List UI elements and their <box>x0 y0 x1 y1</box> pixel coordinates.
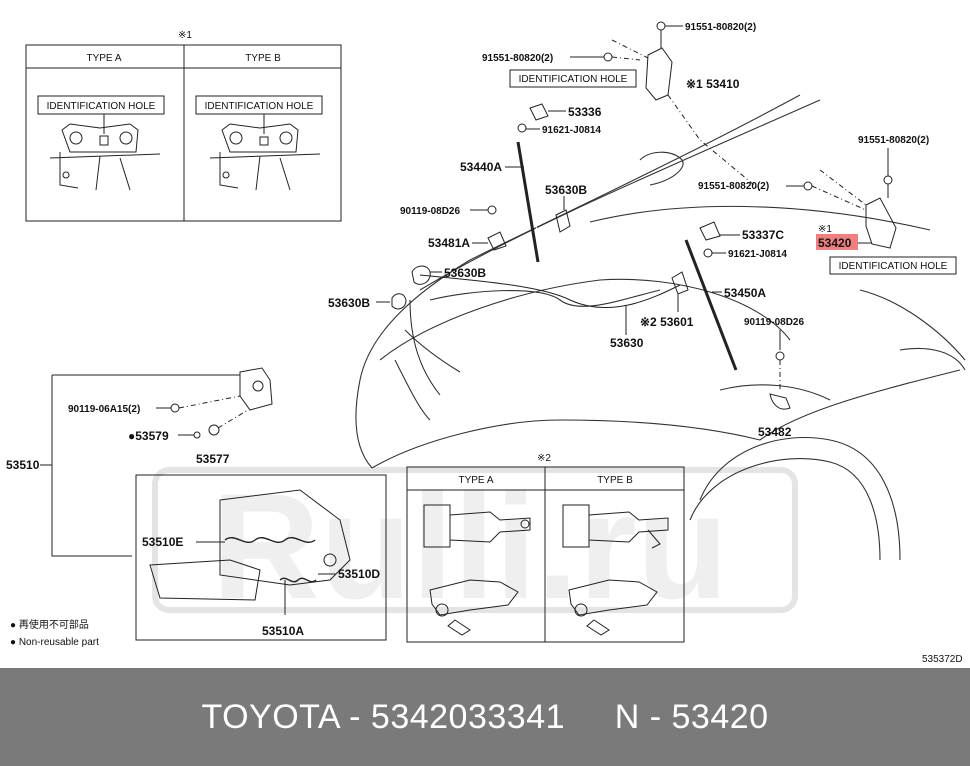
bolt-90119-a <box>487 205 497 215</box>
strut-53440a <box>516 141 543 263</box>
hinge-type-b-drawing <box>209 114 321 191</box>
label-53630b-b: 53630B <box>444 266 486 280</box>
label-53510: 53510 <box>6 458 40 472</box>
label-note-1: ※1 <box>818 224 832 235</box>
label-53336: 53336 <box>568 105 602 119</box>
bracket-53337c <box>699 221 721 241</box>
label-53630b-c: 53630B <box>328 296 370 310</box>
label-53481a: 53481A <box>428 236 470 250</box>
car-outline <box>355 94 966 561</box>
label-53577: 53577 <box>196 452 230 466</box>
label-53482: 53482 <box>758 425 792 439</box>
label-id-hole-2: IDENTIFICATION HOLE <box>839 261 948 272</box>
label-91551-mid: 91551-80820(2) <box>698 181 769 192</box>
bracket-53336 <box>517 103 549 133</box>
clip-53630b-c <box>391 293 407 310</box>
lock-detail-box <box>135 474 387 641</box>
hinge-53410 <box>603 21 761 191</box>
label-53420: 53420 <box>818 236 852 250</box>
label-90119-b: 90119-08D26 <box>744 317 804 328</box>
label-53410: ※1 53410 <box>686 77 740 91</box>
label-91551-top: 91551-80820(2) <box>685 22 756 33</box>
legend-jp: ● 再使用不可部品 <box>10 618 89 631</box>
bracket-53482 <box>769 393 791 410</box>
label-91551-left: 91551-80820(2) <box>482 53 553 64</box>
label-53337c: 53337C <box>742 228 784 242</box>
label-53601: ※2 53601 <box>640 315 694 329</box>
footer-bar: TOYOTA - 5342033341 N - 53420 <box>0 668 970 766</box>
type-box-bottom-type-a: TYPE A <box>458 475 493 486</box>
lever-type-a-drawing <box>423 504 531 636</box>
type-box-bottom: ※2 TYPE A TYPE B <box>406 453 685 643</box>
watermark: Rulli.ru <box>152 462 798 630</box>
label-90119-a: 90119-08D26 <box>400 206 460 217</box>
svg-text:Rulli.ru: Rulli.ru <box>212 462 729 630</box>
label-53510d: 53510D <box>338 567 380 581</box>
footer-part-number: TOYOTA - 5342033341 N - 53420 <box>201 697 769 736</box>
type-box-top: ※1 TYPE A TYPE B IDENTIFICATION HOLE IDE… <box>25 30 342 222</box>
bracket-53481a <box>487 231 507 251</box>
label-53630: 53630 <box>610 336 644 350</box>
type-box-top-note: ※1 <box>178 30 192 41</box>
type-box-bottom-type-b: TYPE B <box>597 475 633 486</box>
bolt-91621-b <box>703 248 713 258</box>
lock-53510 <box>170 367 273 439</box>
lever-type-b-drawing <box>562 504 669 636</box>
lever-53601 <box>671 271 689 295</box>
label-90119-c: 90119-06A15(2) <box>68 404 140 415</box>
label-53630b-a: 53630B <box>545 183 587 197</box>
strut-53450a <box>684 239 738 371</box>
type-box-bottom-note: ※2 <box>537 453 551 464</box>
label-53510a: 53510A <box>262 624 304 638</box>
label-id-hole-1: IDENTIFICATION HOLE <box>519 74 628 85</box>
label-53440a: 53440A <box>460 160 502 174</box>
type-box-top-type-a: TYPE A <box>86 53 121 64</box>
clip-53630b-a <box>555 209 571 233</box>
label-53510e: 53510E <box>142 535 183 549</box>
parts-diagram: Rulli.ru ※1 TYPE A TYPE B IDENTIFICATION… <box>6 21 966 665</box>
bolt-90119-b <box>775 351 785 361</box>
type-box-top-id-hole-b: IDENTIFICATION HOLE <box>205 101 314 112</box>
figure-code: 535372D <box>922 654 963 665</box>
label-91551-right: 91551-80820(2) <box>858 135 929 146</box>
type-box-top-type-b: TYPE B <box>245 53 281 64</box>
label-53450a: 53450A <box>724 286 766 300</box>
highlight-53420 <box>816 234 858 250</box>
cable-53630 <box>419 274 681 308</box>
hinge-type-a-drawing <box>49 114 161 191</box>
legend-en: ● Non-reusable part <box>10 637 99 648</box>
type-box-top-id-hole-a: IDENTIFICATION HOLE <box>47 101 156 112</box>
label-53579: ●53579 <box>128 429 169 443</box>
label-91621-a: 91621-J0814 <box>542 125 601 136</box>
label-91621-b: 91621-J0814 <box>728 249 787 260</box>
